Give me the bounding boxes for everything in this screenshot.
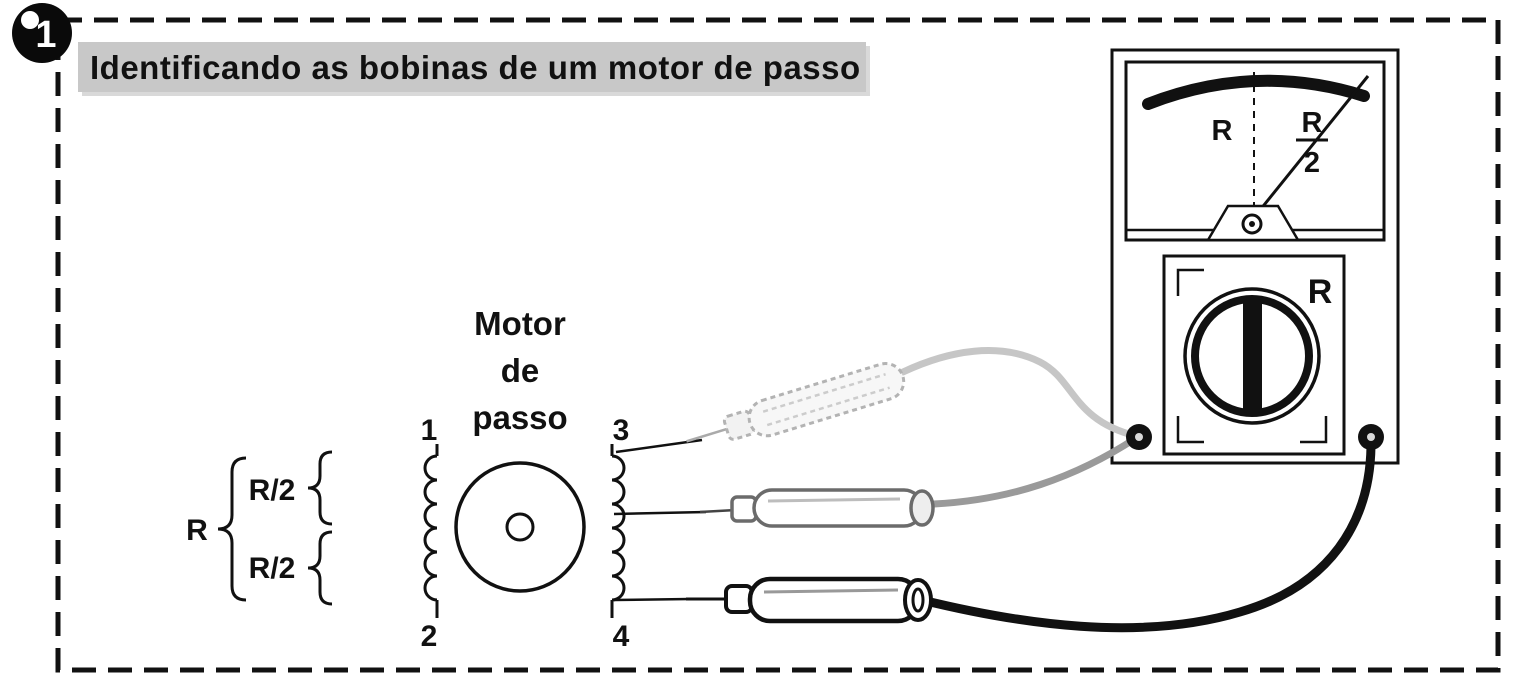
needle-pivot-dot xyxy=(1249,221,1255,227)
panel-mark-bottom-left xyxy=(1176,416,1204,444)
brace-total xyxy=(217,456,247,602)
meter-needle xyxy=(1250,75,1370,221)
meter-scale-arc xyxy=(1142,74,1370,110)
jack-right-hole xyxy=(1367,433,1375,441)
gray-probe-rear-cap xyxy=(909,489,935,527)
lead-to-black-probe xyxy=(613,597,691,602)
gray-probe-wire xyxy=(930,434,1140,508)
range-knob-pointer[interactable] xyxy=(1243,299,1262,413)
terminal-1-label: 1 xyxy=(421,414,438,447)
brace-half-bottom xyxy=(307,530,333,606)
motor-label-line2: de xyxy=(501,352,540,389)
coil-left: 1 2 xyxy=(421,414,439,653)
figure-title-block: Identificando as bobinas de um motor de … xyxy=(78,42,870,96)
black-probe-body xyxy=(747,576,921,624)
stepper-motor xyxy=(454,461,586,593)
terminal-4-label: 4 xyxy=(613,620,630,653)
figure-title: Identificando as bobinas de um motor de … xyxy=(90,49,861,86)
badge-highlight xyxy=(21,11,39,29)
black-probe-wire xyxy=(917,441,1376,633)
ghost-probe-wire xyxy=(899,347,1140,440)
gray-probe-needle xyxy=(699,508,737,514)
resistance-labels: R/2 R/2 R xyxy=(186,450,333,606)
brace-half-top xyxy=(307,450,333,526)
fraction-numerator: R xyxy=(1302,107,1323,139)
gray-probe[interactable] xyxy=(699,488,935,528)
wires xyxy=(899,347,1376,633)
dial-range-label: R xyxy=(1308,273,1333,311)
ghost-probe-body xyxy=(747,362,906,438)
selector-panel xyxy=(1162,254,1346,456)
black-probe[interactable] xyxy=(686,576,933,624)
figure-border xyxy=(55,17,1501,673)
coil-right-winding xyxy=(611,454,626,602)
motor-shaft-circle xyxy=(505,512,535,542)
meter-scale-label-r: R xyxy=(1212,115,1233,147)
total-resistance-label: R xyxy=(186,514,208,547)
motor-label-line1: Motor xyxy=(474,305,566,342)
black-probe-rear-ring xyxy=(911,587,925,613)
motor-label: Motor de passo xyxy=(472,305,567,436)
coil-right: 3 4 xyxy=(610,414,707,653)
center-tap-lead xyxy=(613,510,707,516)
ghost-probe-texture2 xyxy=(766,386,891,427)
fraction-denominator: 2 xyxy=(1304,147,1320,179)
meter-jacks xyxy=(1126,424,1384,450)
coil-left-winding xyxy=(423,454,438,602)
ghost-probe xyxy=(686,362,906,443)
terminal-3-label: 3 xyxy=(613,414,630,447)
ghost-probe-texture1 xyxy=(762,373,886,413)
black-probe-highlight xyxy=(763,588,899,594)
jack-left-hole xyxy=(1135,433,1143,441)
gray-probe-body xyxy=(752,488,924,528)
panel-mark-bottom-right xyxy=(1300,416,1328,444)
terminal-2-label: 2 xyxy=(421,620,438,653)
gray-probe-highlight xyxy=(767,497,901,503)
panel-mark-top-left xyxy=(1176,268,1204,296)
badge-number: 1 xyxy=(35,14,56,56)
meter-scale-fraction: R 2 xyxy=(1296,107,1328,179)
half-resistance-bottom-label: R/2 xyxy=(249,552,296,585)
multimeter: R R 2 R xyxy=(1110,48,1400,465)
black-probe-rear-cap xyxy=(903,578,933,622)
half-resistance-top-label: R/2 xyxy=(249,474,296,507)
title-highlight xyxy=(78,42,866,92)
motor-label-line3: passo xyxy=(472,399,567,436)
ghost-probe-needle xyxy=(686,427,728,443)
figure-number-badge: 1 xyxy=(12,3,72,63)
